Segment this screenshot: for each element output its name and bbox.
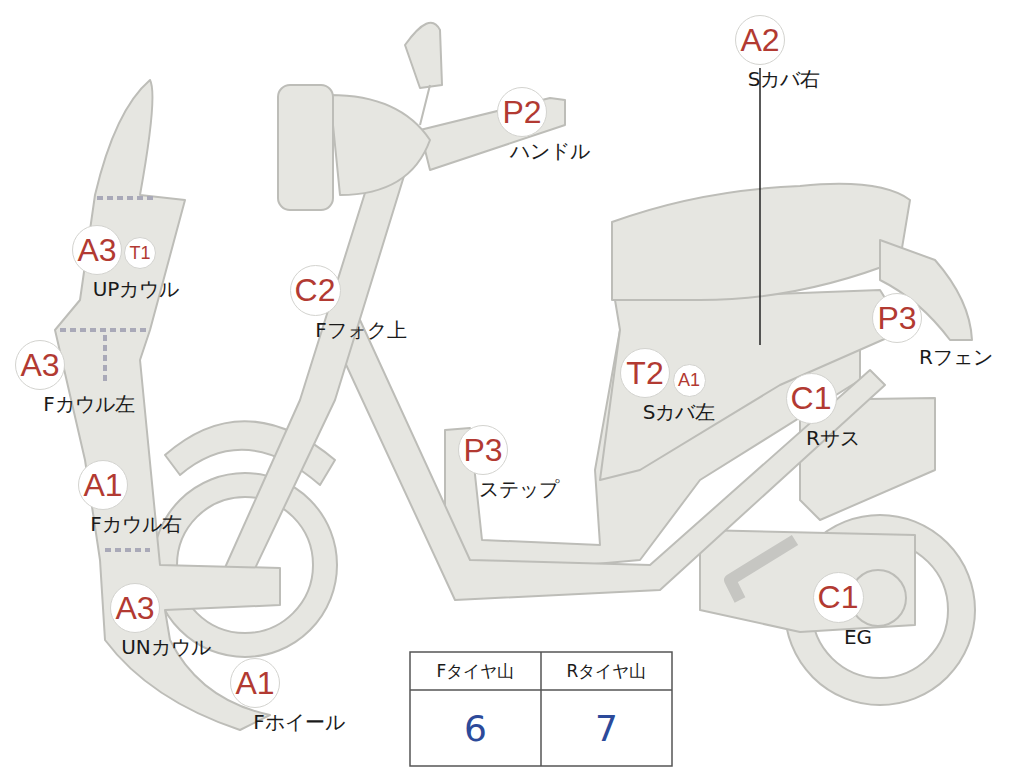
callout-circle: A1Fホイール xyxy=(230,658,280,708)
callout-code: P2 xyxy=(502,96,541,128)
callout-circle: P2ハンドル xyxy=(497,87,547,137)
callout-code: C2 xyxy=(295,274,336,306)
table-rule xyxy=(540,652,542,766)
seat xyxy=(612,184,910,300)
callout-circle: P3ステップ xyxy=(458,425,508,475)
callout-circle: A3UPカウル xyxy=(72,225,122,275)
callout-code: A3 xyxy=(77,234,116,266)
callout-circle: T2Sカバ左 xyxy=(620,348,670,398)
callout-code: A2 xyxy=(740,24,779,56)
callout-code: A1 xyxy=(678,371,700,389)
part-name: UPカウル xyxy=(93,278,180,300)
table-cell: Fタイヤ山 xyxy=(410,652,541,690)
mirror-stem xyxy=(420,85,430,125)
cowl-seam xyxy=(60,328,150,332)
part-name: Fカウル右 xyxy=(90,513,182,535)
part-name: ハンドル xyxy=(510,140,590,162)
callout-code: P3 xyxy=(877,302,916,334)
part-name: UNカウル xyxy=(121,636,211,658)
tread-table xyxy=(410,652,672,766)
callout-circle: A2Sカバ右 xyxy=(735,15,785,65)
mirror xyxy=(405,23,442,88)
callout-circle: A1 xyxy=(673,364,706,397)
cowl-seam xyxy=(103,335,107,385)
engine xyxy=(700,530,915,632)
part-name: Rフェン xyxy=(919,346,993,368)
headlight xyxy=(278,85,333,210)
part-name: Sカバ左 xyxy=(643,401,716,423)
part-name: ステップ xyxy=(479,478,559,500)
callout-circle: A3UNカウル xyxy=(110,583,160,633)
cowl-seam xyxy=(97,196,155,200)
callout-circle: P3Rフェン xyxy=(872,293,922,343)
callout-code: T1 xyxy=(129,244,150,262)
callout-code: P3 xyxy=(463,434,502,466)
table-cell: 7 xyxy=(541,690,672,766)
callout-code: A1 xyxy=(235,667,274,699)
handle-cover xyxy=(330,95,430,195)
callout-code: C1 xyxy=(791,382,832,414)
callout-code: T2 xyxy=(626,357,663,389)
part-name: Fホイール xyxy=(253,711,345,733)
muffler-pipe xyxy=(730,540,795,600)
callout-circle: T1 xyxy=(124,237,156,269)
leader-line xyxy=(759,68,761,345)
cowl-seam xyxy=(105,548,150,552)
callout-circle: C1Rサス xyxy=(786,373,837,424)
table-cell: 6 xyxy=(410,690,541,766)
callout-circle: C1EG xyxy=(813,572,864,623)
part-name: Rサス xyxy=(806,427,860,449)
front-fork xyxy=(215,145,412,600)
callout-circle: A3Fカウル左 xyxy=(15,340,65,390)
callout-code: C1 xyxy=(818,581,859,613)
callout-code: A3 xyxy=(20,349,59,381)
callout-circle: A1Fカウル右 xyxy=(78,460,128,510)
part-name: EG xyxy=(844,626,872,648)
part-name: Fカウル左 xyxy=(43,393,135,415)
part-name: Fフォク上 xyxy=(315,319,407,341)
callout-code: A1 xyxy=(83,469,122,501)
callout-circle: C2Fフォク上 xyxy=(290,265,341,316)
side-cover xyxy=(600,290,905,480)
table-cell: Rタイヤ山 xyxy=(541,652,672,690)
callout-code: A3 xyxy=(115,592,154,624)
part-name: Sカバ右 xyxy=(748,68,821,90)
